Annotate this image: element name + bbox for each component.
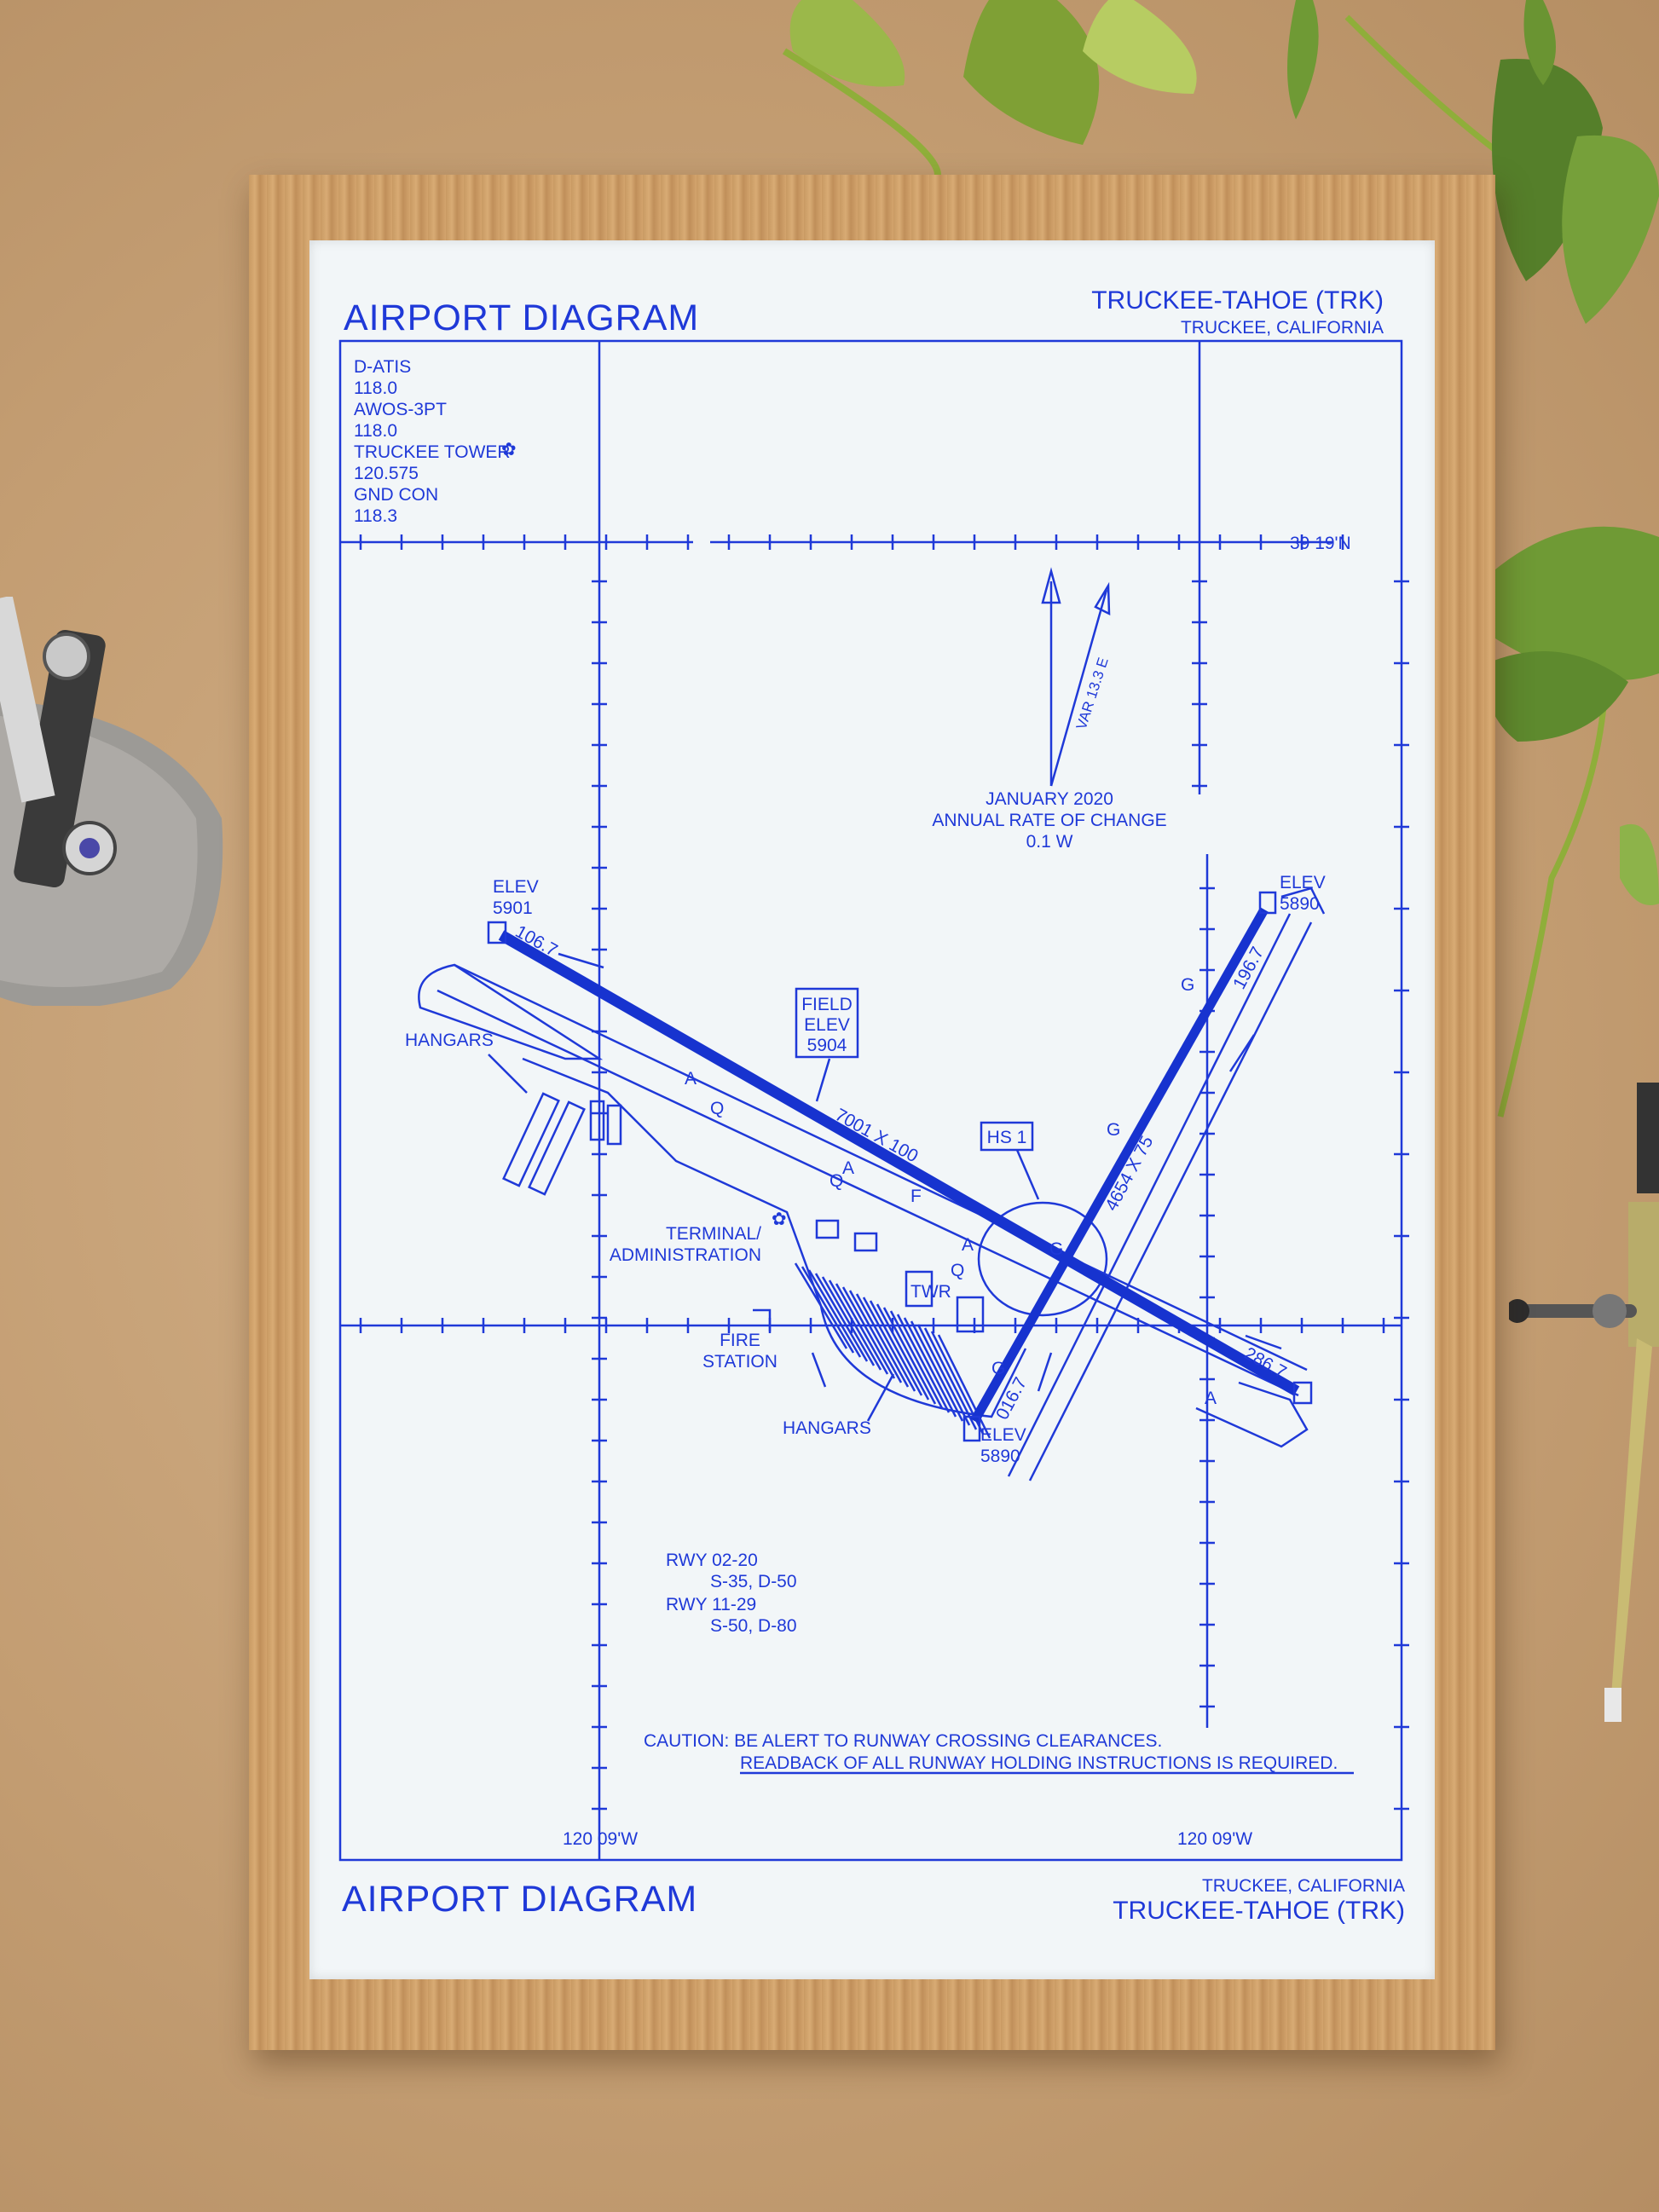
hangar-stripe [923,1327,978,1430]
airport-name-bottom: TRUCKEE-TAHOE (TRK) [1113,1897,1405,1925]
elev-s-value: 5890 [980,1447,1020,1466]
taxiway-a-label: A [685,1069,697,1089]
hangar-stripe [916,1324,971,1426]
taxiway-a-label: A [962,1235,974,1255]
drafting-compass [1509,1083,1659,1722]
caution-line: READBACK OF ALL RUNWAY HOLDING INSTRUCTI… [740,1753,1338,1773]
hangars-s-label: HANGARS [783,1418,871,1438]
taxiway-q-label: Q [830,1171,843,1191]
runway-02-20 [962,891,1277,1442]
freq-line: AWOS-3PT [354,400,447,419]
hangar-stripe [821,1276,876,1366]
frequency-list: D-ATIS 118.0 AWOS-3PT 118.0 TRUCKEE TOWE… [354,357,517,526]
hangar-stripe [937,1334,991,1439]
terminal-line: ADMINISTRATION [610,1245,761,1265]
elev-s-label: ELEV [980,1425,1026,1445]
elev-ne-label: ELEV [1280,873,1326,892]
rate-line: JANUARY 2020 [986,789,1113,809]
runway-11-29 [487,921,1313,1405]
hangars-nw-label: HANGARS [405,1031,494,1050]
caution-line: CAUTION: BE ALERT TO RUNWAY CROSSING CLE… [644,1731,1162,1751]
hangar-stripe [855,1293,910,1388]
elev-ne-value: 5890 [1280,894,1320,914]
hangar-stripe [876,1303,930,1401]
pen-holder-cup [0,597,223,1006]
title-top: AIRPORT DIAGRAM [344,297,699,338]
hangar-stripe [882,1307,937,1405]
hangar-stripe [835,1283,889,1375]
rwy-info-line: S-50, D-80 [710,1616,797,1636]
hangar-stripe [889,1310,944,1409]
taxiway-f-label: F [910,1187,922,1206]
taxiway-q-label: Q [710,1099,724,1118]
longitude-right: 120 09'W [1177,1829,1252,1849]
longitude-left: 120 09'W [563,1829,638,1849]
field-elev-line: FIELD [801,995,853,1014]
hs1-label: HS 1 [987,1128,1027,1147]
freq-line: 118.0 [354,378,397,398]
hangar-stripe [903,1317,957,1418]
rwy-info-line: RWY 02-20 [666,1551,758,1570]
city-bottom: TRUCKEE, CALIFORNIA [1202,1876,1405,1896]
terminal-flower-icon: ✿ [772,1210,787,1229]
hangar-stripe [814,1273,869,1362]
terminal-line: TERMINAL/ [666,1224,761,1244]
city-top: TRUCKEE, CALIFORNIA [1181,318,1384,338]
taxiway-a-label: A [1205,1389,1217,1408]
taxiway-a-label: A [842,1158,854,1178]
taxiway-g-label: G [991,1359,1005,1378]
hangar-stripe [848,1290,903,1383]
elev-nw-value: 5901 [493,898,533,918]
taxiway-q-label: Q [951,1261,964,1280]
hangar-stripe [794,1262,848,1349]
freq-line: GND CON [354,485,438,505]
taxiway-g-label: G [1049,1239,1063,1259]
plant-leaves-right [1483,526,1659,1118]
taxiway-g-label: G [1181,975,1194,995]
paper-mat [309,240,1435,1979]
hangar-stripe [896,1314,951,1413]
freq-line: 118.0 [354,421,397,441]
fire-station-line: STATION [702,1352,777,1372]
tower-label: TWR [910,1282,951,1302]
title-bottom: AIRPORT DIAGRAM [342,1879,697,1920]
hangar-stripe [801,1266,855,1354]
rwy-info-line: S-35, D-50 [710,1572,797,1591]
airport-name-top: TRUCKEE-TAHOE (TRK) [1091,286,1384,315]
hangar-stripe [862,1297,916,1392]
field-elev-line: 5904 [807,1036,847,1055]
airport-diagram: AIRPORT DIAGRAM TRUCKEE-TAHOE (TRK) TRUC… [338,286,1409,1925]
elev-nw-label: ELEV [493,877,539,897]
latitude-label: 39 19'N [1290,534,1351,553]
hangar-stripe [869,1300,923,1396]
hangar-stripe [828,1279,882,1371]
plant-leaves-top [782,0,1659,324]
freq-line: TRUCKEE TOWER [354,442,511,462]
freq-line: 120.575 [354,464,419,483]
tower-star-icon: ✿ [501,440,517,459]
hangar-stripe [910,1320,964,1422]
variation-label: VAR 13.3 E [1073,656,1112,731]
rate-line: 0.1 W [1026,832,1073,852]
hangar-stripe [841,1286,896,1379]
field-elev-line: ELEV [804,1015,850,1035]
taxiway-g-label: G [1107,1120,1120,1140]
fire-station-line: FIRE [720,1331,760,1350]
rwy-info-line: RWY 11-29 [666,1595,756,1614]
freq-line: 118.3 [354,506,397,526]
rate-line: ANNUAL RATE OF CHANGE [932,811,1166,830]
freq-line: D-ATIS [354,357,411,377]
hangar-stripe [807,1269,862,1358]
